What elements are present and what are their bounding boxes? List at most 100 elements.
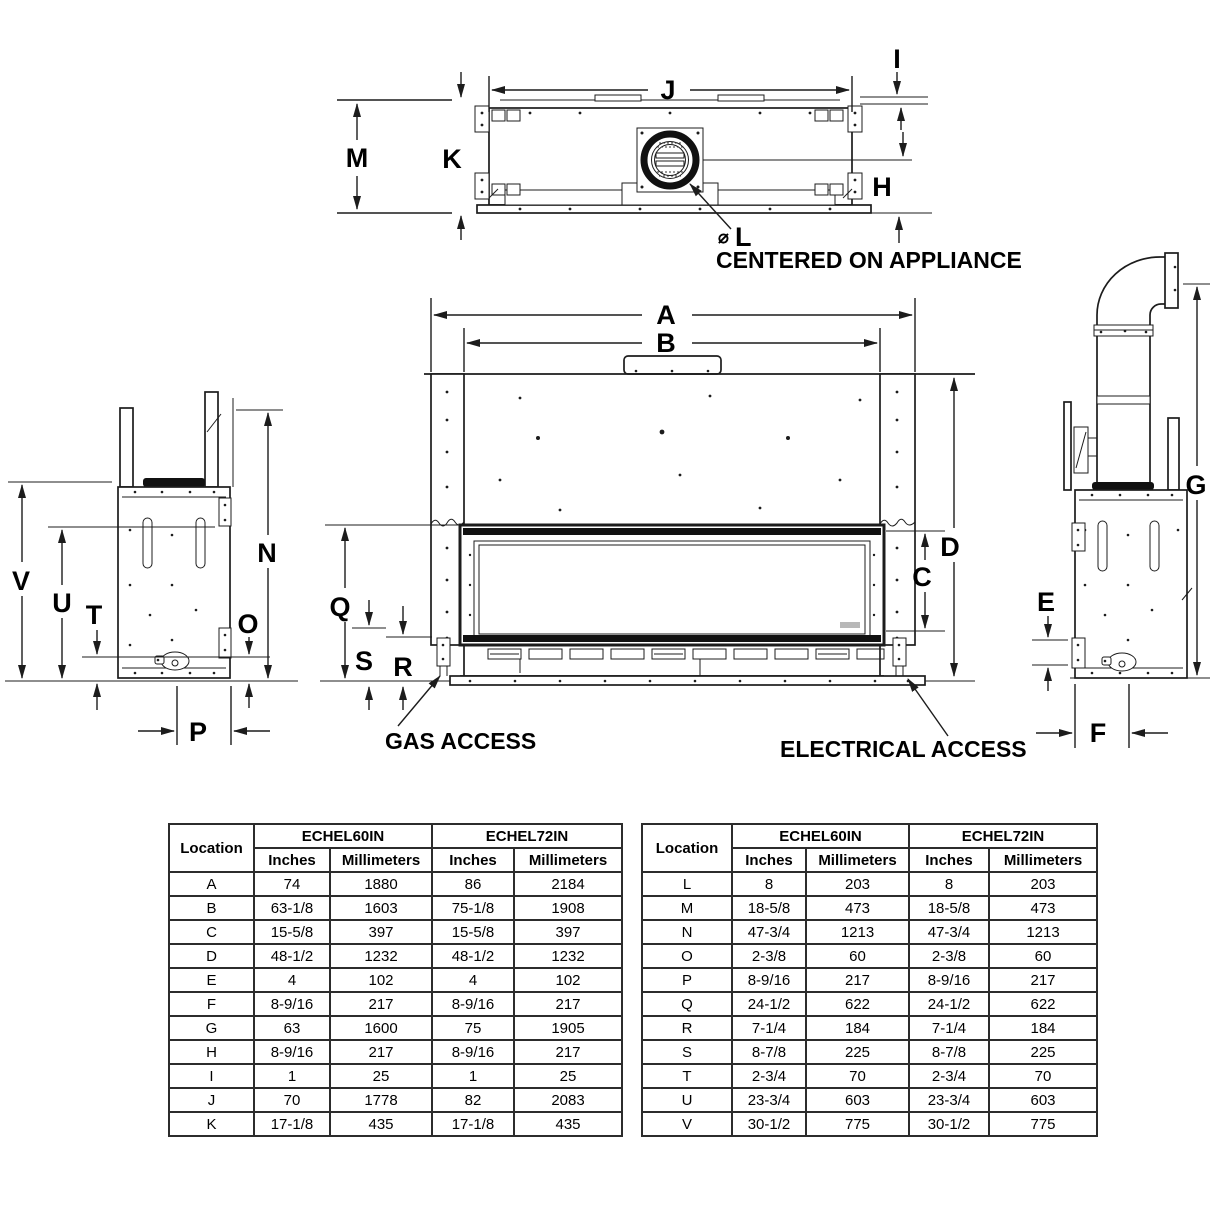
table-cell: 75-1/8 [431,895,515,921]
dim-label-A: A [656,300,676,330]
table-cell: F [168,991,255,1017]
dim-label-R: R [393,652,413,682]
table-cell: 203 [805,871,910,897]
table-cell: 397 [329,919,433,945]
table-cell: 1880 [329,871,433,897]
dim-label-H: H [872,172,892,202]
table-cell: 775 [988,1111,1098,1137]
gas-valve [1101,652,1137,672]
table-cell: 1232 [513,943,623,969]
table-cell: 217 [513,991,623,1017]
table-cell: B [168,895,255,921]
table-cell: 622 [805,991,910,1017]
table-cell: T [641,1063,733,1089]
table-cell: 70 [253,1087,331,1113]
table-cell: 7-1/4 [908,1015,990,1041]
table-cell: 2184 [513,871,623,897]
col-header-millimeters: Millimeters [988,847,1098,873]
table-cell: 1905 [513,1015,623,1041]
dim-label-P: P [189,717,207,747]
table-cell: 8 [731,871,807,897]
table-cell: 8-9/16 [253,991,331,1017]
table-cell: 15-5/8 [431,919,515,945]
dim-label-J: J [660,75,675,105]
table-cell: 60 [805,943,910,969]
table-cell: 102 [513,967,623,993]
table-cell: 47-3/4 [908,919,990,945]
table-cell: 203 [988,871,1098,897]
table-cell: 225 [988,1039,1098,1065]
dim-label-V: V [12,566,30,596]
table-cell: 23-3/4 [908,1087,990,1113]
table-cell: 23-3/4 [731,1087,807,1113]
table-cell: 473 [988,895,1098,921]
table-cell: 2-3/8 [731,943,807,969]
table-cell: 1 [253,1063,331,1089]
col-header-millimeters: Millimeters [329,847,433,873]
dim-label-T: T [86,600,103,630]
dim-label-F: F [1090,718,1107,748]
mounting-brackets [474,105,863,200]
table-cell: 8 [908,871,990,897]
table-cell: 217 [988,967,1098,993]
table-cell: 30-1/2 [731,1111,807,1137]
table-cell: R [641,1015,733,1041]
table-cell: 435 [329,1111,433,1137]
table-cell: 184 [988,1015,1098,1041]
col-header-inches: Inches [908,847,990,873]
dim-label-L: L [735,222,752,252]
table-cell: 603 [988,1087,1098,1113]
table-cell: 17-1/8 [253,1111,331,1137]
dim-label-N: N [257,538,277,568]
table-cell: O [641,943,733,969]
table-cell: 75 [431,1015,515,1041]
table-cell: 7-1/4 [731,1015,807,1041]
table-cell: 48-1/2 [253,943,331,969]
table-cell: 60 [988,943,1098,969]
table-cell: 397 [513,919,623,945]
vent-row [487,648,885,676]
electrical-access-port [892,637,907,676]
dim-label-M: M [346,143,369,173]
table-cell: 4 [253,967,331,993]
table-cell: 25 [329,1063,433,1089]
centered-on-appliance-note: CENTERED ON APPLIANCE [716,247,1022,273]
table-cell: 1600 [329,1015,433,1041]
table-cell: P [641,967,733,993]
table-cell: D [168,943,255,969]
col-header-inches: Inches [253,847,331,873]
table-cell: 1603 [329,895,433,921]
table-cell: 24-1/2 [908,991,990,1017]
flue-collar [636,127,912,193]
brand-logo [840,622,860,628]
table-cell: 775 [805,1111,910,1137]
table-cell: N [641,919,733,945]
col-header-echel72in: ECHEL72IN [431,823,623,849]
table-cell: 82 [431,1087,515,1113]
table-cell: 473 [805,895,910,921]
diameter-symbol: ⌀ [718,227,729,247]
table-cell: 8-7/8 [908,1039,990,1065]
right-side-view: G E F [1032,252,1210,748]
col-header-echel60in: ECHEL60IN [731,823,910,849]
table-cell: 30-1/2 [908,1111,990,1137]
table-cell: A [168,871,255,897]
table-cell: 17-1/8 [431,1111,515,1137]
dim-label-I: I [893,44,901,74]
table-cell: 8-9/16 [253,1039,331,1065]
table-cell: S [641,1039,733,1065]
col-header-inches: Inches [731,847,807,873]
